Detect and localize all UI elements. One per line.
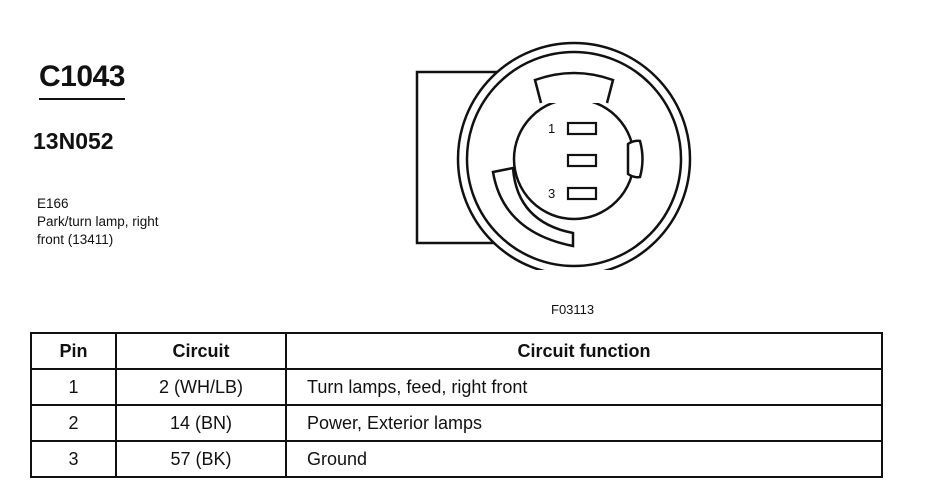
pinout-table: Pin Circuit Circuit function 1 2 (WH/LB)… — [30, 332, 883, 478]
terminal-1 — [566, 121, 598, 136]
function-cell: Power, Exterior lamps — [285, 404, 883, 442]
circuit-cell: 2 (WH/LB) — [115, 368, 287, 406]
table-row: 2 14 (BN) Power, Exterior lamps — [30, 404, 883, 442]
function-cell: Turn lamps, feed, right front — [285, 368, 883, 406]
connector-face-diagram: 1 3 — [415, 41, 692, 270]
description-line: Park/turn lamp, right — [37, 214, 159, 229]
circuit-cell: 14 (BN) — [115, 404, 287, 442]
inner-ring — [465, 50, 683, 268]
column-header-function: Circuit function — [285, 332, 883, 370]
circuit-cell: 57 (BK) — [115, 440, 287, 478]
locking-arc — [491, 166, 575, 248]
housing-block — [415, 70, 506, 245]
function-cell: Ground — [285, 440, 883, 478]
pin-label: 1 — [548, 121, 555, 136]
pin-cell: 3 — [30, 440, 117, 478]
connector-description: E166 Park/turn lamp, right front (13411) — [37, 195, 159, 249]
pin-label: 3 — [548, 186, 555, 201]
description-line: front (13411) — [37, 232, 114, 247]
pin-cell: 1 — [30, 368, 117, 406]
connector-id: C1043 — [39, 62, 125, 100]
table-header-row: Pin Circuit Circuit function — [30, 332, 883, 370]
connector-face — [512, 97, 636, 221]
table-row: 3 57 (BK) Ground — [30, 440, 883, 478]
column-header-circuit: Circuit — [115, 332, 287, 370]
description-line: E166 — [37, 196, 69, 211]
column-header-pin: Pin — [30, 332, 117, 370]
pin-cell: 2 — [30, 404, 117, 442]
table-row: 1 2 (WH/LB) Turn lamps, feed, right fron… — [30, 368, 883, 406]
right-latch — [626, 139, 644, 179]
terminal-3 — [566, 186, 598, 201]
terminal-2 — [566, 153, 598, 168]
figure-code: F03113 — [551, 302, 595, 317]
part-number: 13N052 — [33, 128, 114, 154]
top-key — [533, 71, 615, 104]
